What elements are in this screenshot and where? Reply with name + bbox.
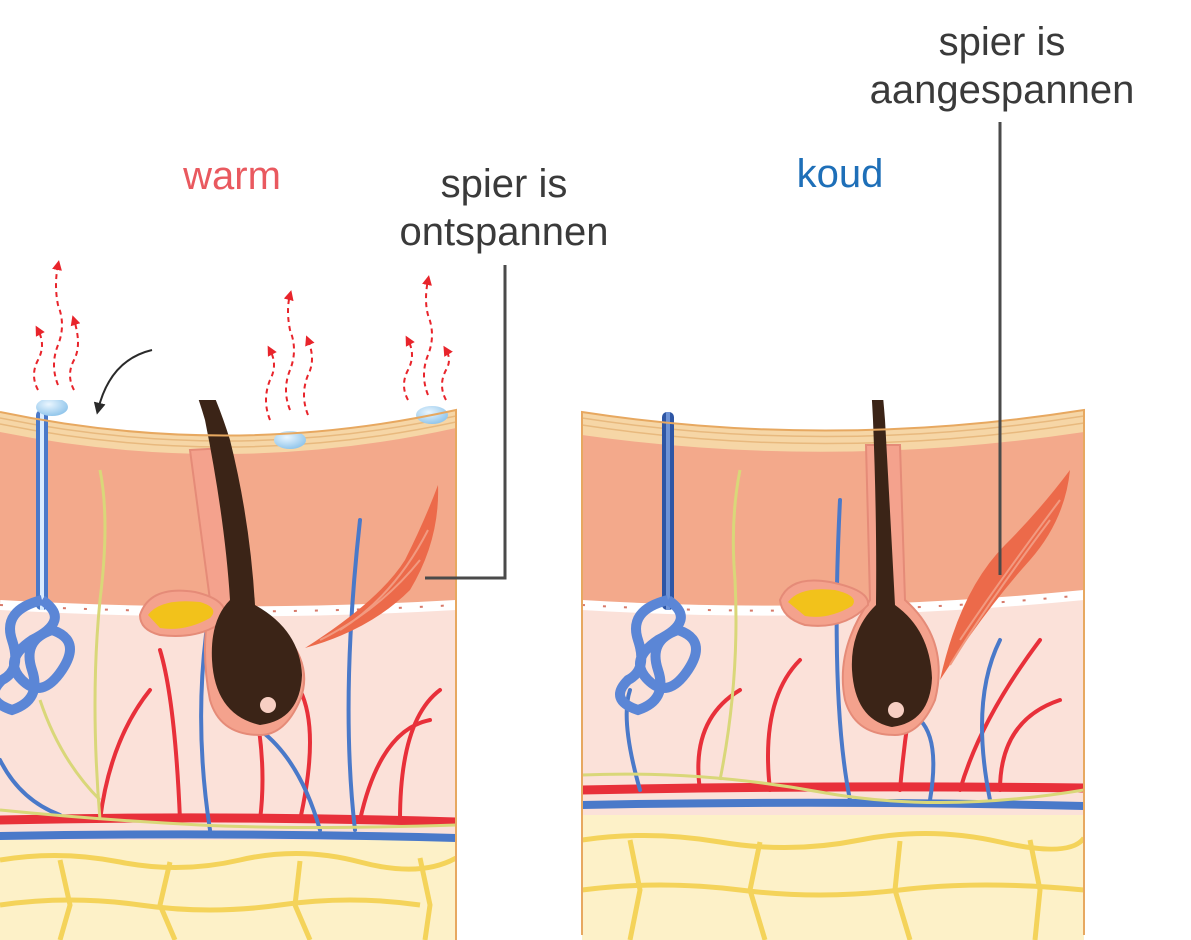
hair	[198, 400, 302, 725]
heat-arrow	[422, 275, 433, 396]
relaxed-muscle	[305, 485, 439, 648]
sebaceous-gland	[778, 579, 870, 627]
blood-vessels	[582, 498, 1084, 810]
heat-arrow	[33, 325, 45, 391]
heat-arrow	[303, 335, 315, 416]
cold-label-text: koud	[796, 152, 884, 196]
tensed-muscle-label-line2: aangespannen	[869, 68, 1135, 112]
fat-cells	[582, 831, 1084, 940]
heat-arrows	[33, 260, 453, 421]
relaxed-muscle-label-line1: spier is	[440, 162, 568, 206]
warm-label-text: warm	[183, 154, 281, 198]
blood-vessels	[0, 518, 456, 842]
sweat-gland	[615, 412, 701, 716]
heat-arrow	[52, 260, 63, 386]
nerves	[0, 469, 456, 829]
relaxed-muscle-label: spier is ontspannen	[384, 160, 624, 256]
epidermis	[0, 410, 456, 455]
warm-skin-panel	[0, 400, 456, 940]
cold-skin-panel	[582, 400, 1084, 940]
cold-label: koud	[740, 150, 940, 198]
heat-arrow	[403, 335, 415, 401]
relaxed-muscle-label-line2: ontspannen	[399, 210, 609, 254]
hair	[851, 400, 932, 727]
dermis	[582, 430, 1084, 611]
heat-arrow	[69, 315, 81, 391]
warm-label: warm	[132, 152, 332, 200]
relaxed-muscle-leader-line	[425, 265, 507, 580]
tensed-muscle-label-line1: spier is	[938, 20, 1066, 64]
fat-cells	[0, 851, 456, 940]
heat-arrow	[441, 345, 453, 401]
heat-arrow	[265, 345, 277, 421]
heat-arrow	[283, 290, 295, 411]
nerves	[582, 469, 1084, 805]
sweat-gland	[0, 410, 75, 716]
tensed-muscle-label: spier is aangespannen	[852, 18, 1152, 114]
hair-flattening-arrow	[93, 349, 153, 415]
